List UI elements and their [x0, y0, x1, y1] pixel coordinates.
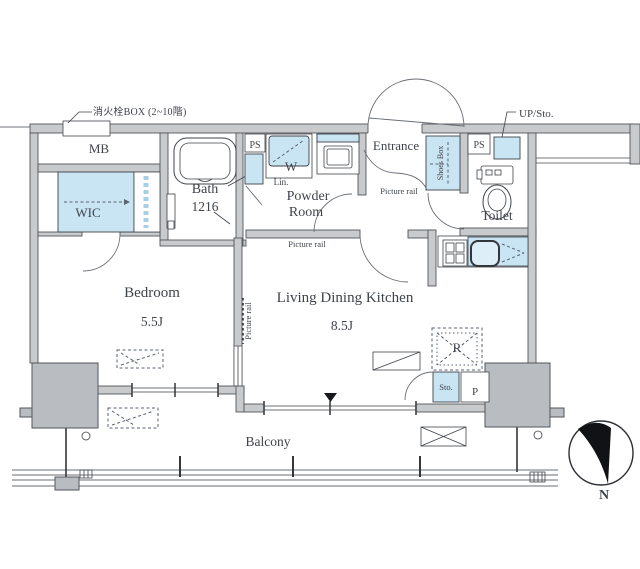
window-triangle-marker — [324, 393, 337, 402]
fire-hydrant-box — [62, 120, 111, 137]
room-label-entrance: Entrance — [373, 138, 419, 153]
refrigerator-space — [431, 327, 483, 371]
sink-icon — [470, 240, 500, 267]
room-size-bedroom: 5.5J — [141, 314, 163, 329]
room-label-toilet: Toilet — [481, 208, 513, 223]
ac-unit-outdoor — [107, 407, 159, 429]
entrance-step-line — [363, 149, 428, 191]
balcony-railing — [12, 427, 558, 491]
walls — [0, 123, 640, 413]
room-size-bath: 1216 — [192, 199, 219, 214]
wic-closet — [57, 171, 161, 233]
washer-label: W — [285, 159, 298, 174]
pantry-box — [460, 371, 490, 403]
balcony-grate — [529, 471, 546, 483]
windows — [131, 383, 417, 415]
room-label-bath: Bath — [192, 182, 218, 197]
room-label-powder-1: Powder — [287, 189, 330, 204]
compass-north-label: N — [599, 488, 609, 503]
room-label-ldk: Living Dining Kitchen — [277, 290, 414, 306]
picture-rail-label-ldk: Picture rail — [288, 239, 326, 249]
balcony-x-box — [420, 426, 467, 447]
ps-right-label: PS — [473, 140, 484, 151]
room-label-wic: WIC — [75, 205, 100, 220]
ps-right-box — [467, 133, 491, 155]
balcony-drain-box — [54, 476, 80, 491]
powder-door-arc — [313, 193, 353, 233]
bathtub-icon — [173, 137, 237, 185]
linen-cabinet — [244, 153, 264, 185]
ac-unit-indoor — [116, 349, 164, 369]
hall-ldk-door-arc — [359, 233, 409, 283]
compass-icon — [568, 420, 634, 486]
up-storage-label: UP/Sto. — [519, 108, 554, 120]
up-storage-leader — [501, 111, 516, 138]
hanger-pipe-arrow — [124, 199, 130, 205]
storage-label: Sto. — [439, 382, 452, 392]
storage-box — [432, 371, 460, 403]
room-label-bedroom: Bedroom — [124, 285, 180, 301]
room-label-mb: MB — [89, 141, 110, 156]
bath-door — [166, 193, 176, 230]
toilet-icon — [476, 165, 514, 220]
pillars — [19, 362, 565, 429]
shoes-box-label: Shoes Box — [436, 146, 445, 180]
linen-label: Lin. — [274, 177, 289, 187]
ps-left-label: PS — [249, 140, 260, 151]
washbasin-icon — [316, 133, 360, 175]
stove-icon — [442, 239, 468, 267]
fire-hydrant-leader — [67, 111, 92, 124]
counter-board — [372, 351, 421, 371]
wic-door-arc — [82, 233, 121, 272]
ps-left-box — [244, 133, 266, 153]
entrance-door-arc — [367, 78, 465, 128]
entrance-door-leaf — [368, 117, 465, 127]
pantry-label: P — [472, 386, 478, 398]
storage-door-arc — [404, 371, 434, 401]
picture-rail-label-entrance: Picture rail — [380, 186, 418, 196]
fire-hydrant-label: 消火栓BOX (2~10階) — [93, 105, 186, 118]
shoes-box — [425, 135, 461, 191]
kitchen-counter — [437, 235, 529, 268]
room-size-ldk: 8.5J — [331, 318, 353, 333]
washer-icon — [265, 133, 313, 179]
refrigerator-label: R — [453, 340, 462, 355]
room-label-balcony: Balcony — [246, 434, 291, 449]
picture-rail-label-wall: Picture rail — [243, 302, 253, 340]
toilet-door-arc — [427, 192, 465, 230]
room-label-powder-2: Room — [289, 205, 323, 220]
up-storage-box — [493, 136, 521, 160]
door-arcs — [82, 78, 465, 283]
